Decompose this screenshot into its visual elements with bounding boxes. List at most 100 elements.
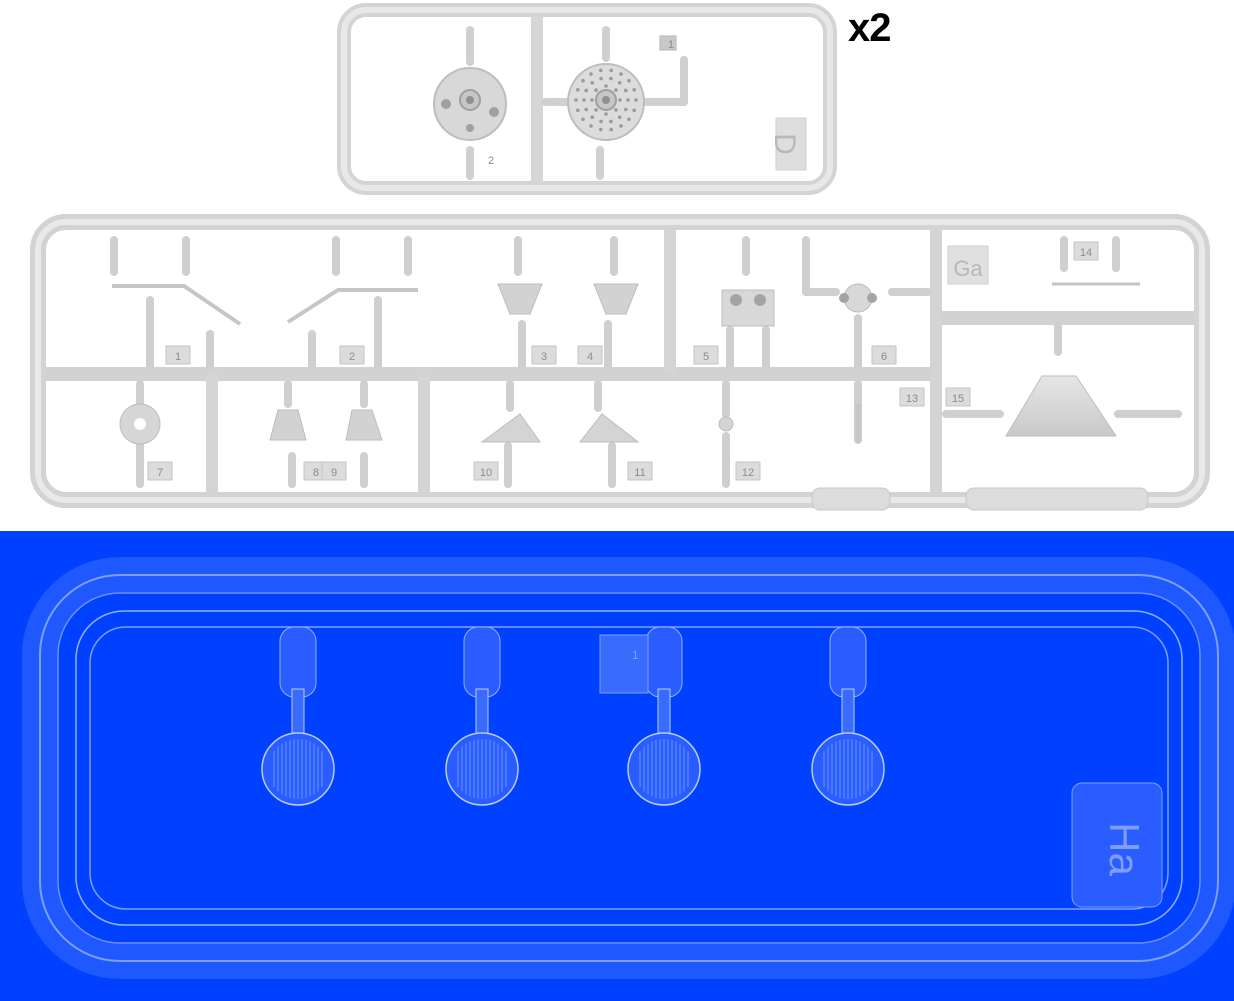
perforation-hole (589, 124, 593, 128)
perforation-hole (581, 78, 585, 83)
part-12 (718, 416, 734, 432)
perforation-hole (582, 98, 586, 102)
perforation-hole (624, 88, 628, 93)
part-number-tag (627, 461, 653, 481)
sprue-gate (829, 626, 867, 698)
perforation-hole (624, 107, 628, 112)
perforation-hole (590, 80, 595, 85)
part-number-tag (165, 345, 191, 365)
grey-sprues: D 2 1 (30, 3, 1210, 511)
sprue-ha-label: Ha (1101, 822, 1148, 876)
part-number-tag (577, 345, 603, 365)
part-number: 15 (952, 393, 964, 405)
sprue-stem (291, 688, 305, 736)
part-number-tag (735, 461, 761, 481)
part-number: 1 (175, 351, 181, 363)
parts-1-2 (112, 284, 418, 326)
perforation-hole (614, 108, 618, 112)
part-number: 6 (881, 351, 887, 363)
sprue-ga-label: Ga (953, 256, 983, 281)
part-number-tag (945, 387, 971, 407)
perforation-hole (594, 108, 598, 112)
perforation-hole (599, 76, 603, 81)
part-number-tag (321, 461, 347, 481)
perforation-hole (576, 108, 580, 113)
perforation-hole (599, 119, 603, 124)
part-number: 4 (587, 351, 593, 363)
part-number: 11 (634, 467, 645, 479)
part-number: 8 (313, 467, 319, 479)
sprue-stem (475, 688, 489, 736)
perforation-hole (619, 72, 623, 76)
part-number-tag (473, 461, 499, 481)
sprue-d-label: D (768, 133, 801, 155)
perforation-hole (617, 80, 622, 85)
perforation-hole (604, 112, 608, 116)
perforation-hole (598, 127, 603, 132)
sprue-ha: 1 Ha (0, 531, 1234, 1001)
sprue-gate (463, 626, 501, 698)
part-number: 2 (349, 351, 355, 363)
part-number: 14 (1080, 247, 1092, 259)
part-number-tag (339, 345, 365, 365)
perforation-hole (634, 98, 638, 102)
part-number: 12 (742, 467, 754, 479)
part-number: 10 (480, 467, 492, 479)
part-number: 5 (703, 351, 709, 363)
part-d-disk (433, 67, 507, 141)
perforation-hole (598, 68, 603, 73)
sprue-ha-part-number: 1 (632, 648, 639, 662)
part-number: 7 (157, 467, 163, 479)
clear-sprue-panel: 1 Ha (0, 531, 1234, 1001)
sprue-stem (657, 688, 671, 736)
parts-3-4 (497, 283, 639, 315)
perforation-hole (584, 107, 588, 112)
part-d-perforated-disk (567, 63, 645, 141)
perforation-hole (590, 115, 595, 120)
perforation-hole (627, 78, 631, 83)
sprue-gate (645, 626, 683, 698)
perforation-hole (626, 98, 630, 102)
sprue-d-part-number: 1 (668, 39, 674, 51)
parts-8-9 (269, 409, 383, 441)
perforation-hole (617, 115, 622, 120)
part-number-tag (147, 461, 173, 481)
perforation-hole (614, 88, 618, 92)
sprue-stem (841, 688, 855, 736)
part-number: 9 (331, 467, 337, 479)
part-number: 13 (906, 393, 918, 405)
perforation-hole (609, 119, 613, 124)
perforation-hole (589, 72, 593, 76)
part-number-tag (1073, 241, 1099, 261)
perforation-hole (618, 98, 622, 102)
perforation-hole (576, 87, 580, 92)
sprue-gate (279, 626, 317, 698)
perforation-hole (609, 68, 614, 73)
perforation-hole (609, 127, 614, 132)
perforation-hole (632, 108, 636, 113)
part-7 (119, 403, 161, 445)
part-number-tag (899, 387, 925, 407)
perforation-hole (619, 124, 623, 128)
parts-10-11 (480, 413, 640, 443)
sprue-d: D 2 1 (337, 3, 837, 195)
perforation-hole (627, 117, 631, 122)
parts-5-6 (721, 283, 877, 327)
part-number-tag (693, 345, 719, 365)
sprue-d-part-number: 2 (488, 155, 494, 167)
part-number-tag (531, 345, 557, 365)
part-15 (1005, 375, 1117, 437)
perforation-hole (574, 98, 578, 102)
perforation-hole (581, 117, 585, 122)
perforation-hole (632, 87, 636, 92)
quantity-label: x2 (848, 6, 891, 50)
perforation-hole (594, 88, 598, 92)
part-number-tag (871, 345, 897, 365)
part-number: 3 (541, 351, 547, 363)
perforation-hole (584, 88, 588, 93)
perforation-hole (590, 98, 594, 102)
perforation-hole (609, 76, 613, 81)
perforation-hole (604, 84, 608, 88)
